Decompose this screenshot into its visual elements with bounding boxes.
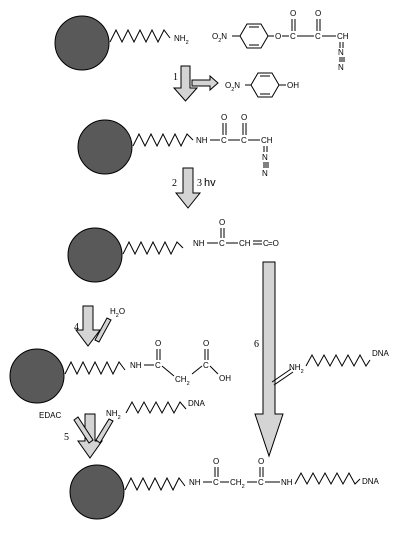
step-6-label: 6 <box>254 339 259 350</box>
linker-chain-1 <box>109 28 171 44</box>
bead-2 <box>77 119 133 175</box>
carbonyl-oxygen-8: O <box>258 457 264 466</box>
diazo-n-1: N <box>338 48 344 57</box>
step-4-label: 4 <box>74 322 79 333</box>
amide-nh-4: NH <box>130 361 142 370</box>
p-nitrophenol-product: O2N OH <box>225 72 299 98</box>
ketene-c: C <box>263 239 269 248</box>
water-label: H2O <box>110 307 125 319</box>
bead-1 <box>54 15 110 71</box>
diazo-n-3: N <box>262 153 268 162</box>
ester-oxygen: O <box>275 32 281 41</box>
dna-chain-left <box>125 400 187 415</box>
carbonyl-carbon-7: C <box>213 478 219 487</box>
linker-chain-2 <box>132 132 194 148</box>
diazo-ch-2: CH <box>261 136 273 145</box>
amide-nh-3: NH <box>193 239 205 248</box>
carboxyl-carbon: C <box>203 361 209 370</box>
row-2-diazo-amide: NH C O C O CH N N <box>77 113 273 178</box>
diazo-n-2: N <box>338 63 344 72</box>
row-5-dna-conjugate: NH C O CH2 C O NH DNA <box>69 457 380 520</box>
carboxyl-oh: OH <box>219 374 231 383</box>
amine-label: NH2 <box>174 34 189 46</box>
step-5-label: 5 <box>64 432 69 443</box>
phenol-oh: OH <box>287 81 299 90</box>
amide-nh-6: NH <box>281 478 293 487</box>
nitro-group-label-2: O2N <box>225 81 240 93</box>
carbonyl-oxygen-6: O <box>155 339 161 348</box>
right-nh2: NH2 <box>289 363 304 375</box>
ketene-o: =O <box>268 239 279 248</box>
ch2-label-2: CH2 <box>230 478 245 490</box>
dna-label-final: DNA <box>362 477 380 486</box>
benzene-ring-1 <box>239 23 269 49</box>
amino-dna-linker-right: NH2 DNA <box>271 349 390 386</box>
step-6-arrow: 6 <box>254 261 284 458</box>
step-5-arrow: EDAC 5 NH2 DNA <box>39 399 206 459</box>
dna-chain-final <box>294 471 361 486</box>
carbonyl-carbon-4: C <box>241 136 247 145</box>
carbonyl-carbon-6: C <box>155 361 161 370</box>
diazo-n-4: N <box>262 169 268 178</box>
nitro-group-label: O2N <box>212 32 227 44</box>
bead-4 <box>9 348 65 404</box>
row-1-nitrophenyl-diazo-ester: O2N O C O C O CH N N <box>212 9 349 72</box>
carbonyl-carbon-1: C <box>290 32 296 41</box>
step-1-label: 1 <box>173 72 178 83</box>
ketene-ch: CH <box>239 239 251 248</box>
left-nh2: NH2 <box>106 409 121 421</box>
row-1-amine-bead: NH2 <box>54 15 189 71</box>
linker-chain-5 <box>124 476 186 492</box>
dna-chain-right <box>305 353 371 368</box>
amide-nh-2: NH <box>196 136 208 145</box>
carbonyl-oxygen-2: O <box>315 9 321 18</box>
carbonyl-oxygen-3: O <box>221 113 227 122</box>
carbonyl-oxygen-1: O <box>290 9 296 18</box>
carboxyl-oxygen: O <box>203 339 209 348</box>
dna-label-left: DNA <box>188 399 206 408</box>
ch2-label-1: CH2 <box>175 375 190 387</box>
dna-label-right: DNA <box>372 349 390 358</box>
amide-nh-5: NH <box>189 478 201 487</box>
carbonyl-oxygen-4: O <box>241 113 247 122</box>
carbonyl-carbon-2: C <box>315 32 321 41</box>
carbonyl-oxygen-7: O <box>213 457 219 466</box>
linker-chain-3 <box>122 240 184 256</box>
carbonyl-carbon-8: C <box>258 478 264 487</box>
row-3-ketene: NH C O CH C =O <box>67 218 279 283</box>
carbonyl-carbon-5: C <box>219 239 225 248</box>
bead-5 <box>69 464 125 520</box>
hv-label: hv <box>204 177 216 189</box>
step-2-3-arrow: 2 3 hv <box>172 167 216 209</box>
linker-chain-4 <box>64 360 126 376</box>
edac-label: EDAC <box>39 411 61 420</box>
step-4-arrow: 4 H2O <box>74 305 125 347</box>
carbonyl-carbon-3: C <box>221 136 227 145</box>
benzene-ring-2 <box>250 72 280 98</box>
step-1-arrow: 1 <box>172 65 219 102</box>
carbonyl-oxygen-5: O <box>219 218 225 227</box>
row-4-carboxylic-acid: NH C O CH2 C O OH <box>9 339 231 404</box>
step-2-label: 2 <box>172 178 177 189</box>
step-3-label: 3 <box>197 178 202 189</box>
bead-3 <box>67 227 123 283</box>
diazo-ch: CH <box>337 32 349 41</box>
